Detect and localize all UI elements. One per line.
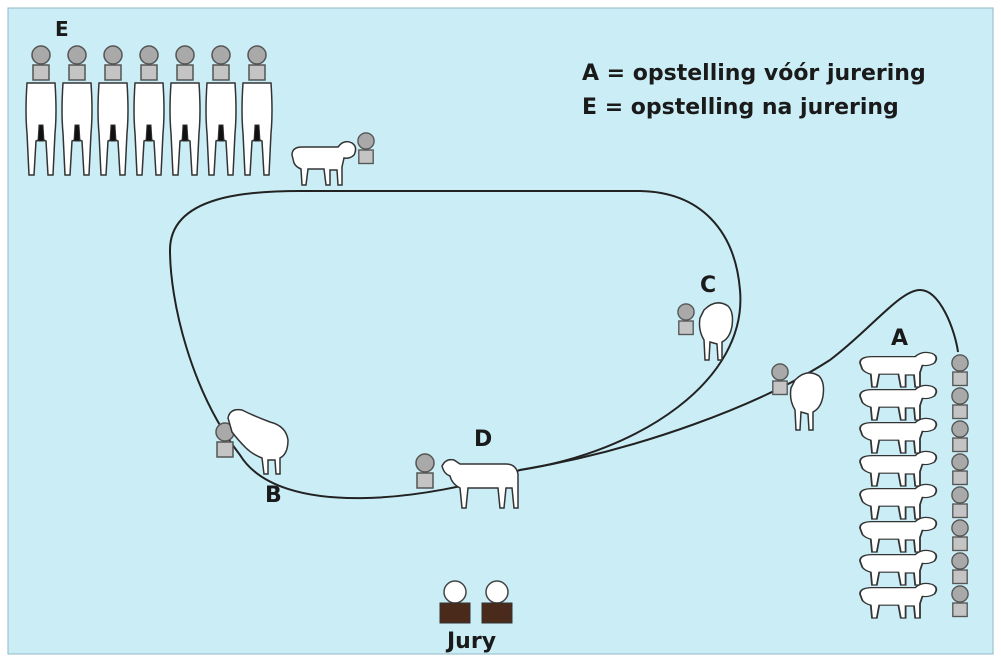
entry-path [519,288,959,471]
position-b: B [215,408,289,508]
position-c: C [677,273,734,361]
jury-group: Jury [439,580,513,654]
label-a: A [891,326,908,351]
label-c: C [700,273,716,298]
label-b: B [265,483,282,508]
jury-member-1 [439,580,471,624]
legend-e: E = opstelling na jurering [582,95,899,120]
jury-member-2 [481,580,513,624]
lineup-e-group: E [25,17,273,176]
label-e: E [55,17,69,41]
label-d: D [474,427,492,452]
label-jury: Jury [445,629,496,654]
ring-path-loop [168,190,742,500]
lineup-a-group: A [859,326,969,619]
legend-a: A = opstelling vóór jurering [582,61,926,86]
position-d: D [415,427,519,509]
